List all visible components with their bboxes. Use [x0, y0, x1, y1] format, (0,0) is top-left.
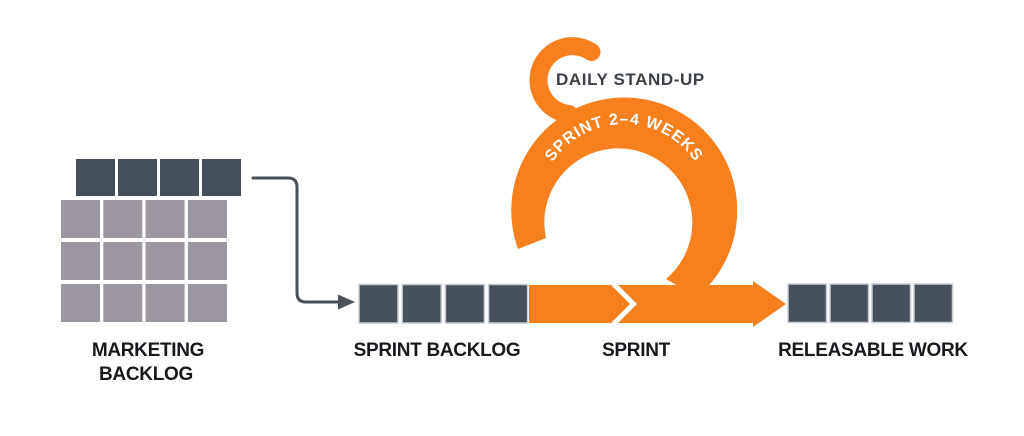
work-item-square	[787, 283, 828, 324]
sprint-backlog-row	[358, 283, 529, 324]
work-item-square	[187, 200, 227, 238]
work-item-square	[118, 159, 157, 196]
work-item-square	[202, 159, 241, 196]
flow-arrow-head-icon	[338, 294, 355, 310]
work-item-square	[145, 242, 185, 280]
work-item-square	[401, 283, 442, 324]
flow-arrow-line	[251, 176, 342, 304]
work-item-square	[103, 242, 143, 280]
work-item-square	[913, 283, 954, 324]
work-item-square	[145, 200, 185, 238]
work-item-square	[76, 159, 115, 196]
work-item-square	[145, 284, 185, 322]
daily-standup-label: DAILY STAND-UP	[556, 70, 705, 89]
work-item-square	[871, 283, 912, 324]
work-item-square	[187, 284, 227, 322]
marketing-backlog-grid	[61, 200, 227, 322]
work-item-square	[103, 200, 143, 238]
sprint-label: SPRINT	[602, 340, 671, 361]
work-item-square	[187, 242, 227, 280]
sprint-band-arrow	[618, 281, 786, 327]
marketing-backlog-label-line1: MARKETING	[92, 340, 204, 361]
marketing-selected-row	[76, 159, 241, 196]
work-item-square	[444, 283, 486, 324]
sprint-loop-ring	[511, 97, 738, 297]
sprint-band-shaft	[529, 285, 630, 323]
releasable-work-label: RELEASABLE WORK	[778, 340, 968, 361]
work-item-square	[61, 242, 100, 280]
work-item-square	[829, 283, 870, 324]
work-item-square	[487, 283, 529, 324]
flow-arrow	[251, 176, 355, 310]
work-item-square	[358, 283, 399, 324]
releasable-work-row	[787, 283, 954, 324]
sprint-backlog-label: SPRINT BACKLOG	[354, 340, 521, 361]
work-item-square	[103, 284, 143, 322]
daily-standup-loop-icon	[529, 37, 601, 123]
work-item-square	[61, 284, 100, 322]
work-item-square	[160, 159, 199, 196]
work-item-square	[61, 200, 100, 238]
marketing-backlog-label-line2: BACKLOG	[99, 364, 193, 385]
